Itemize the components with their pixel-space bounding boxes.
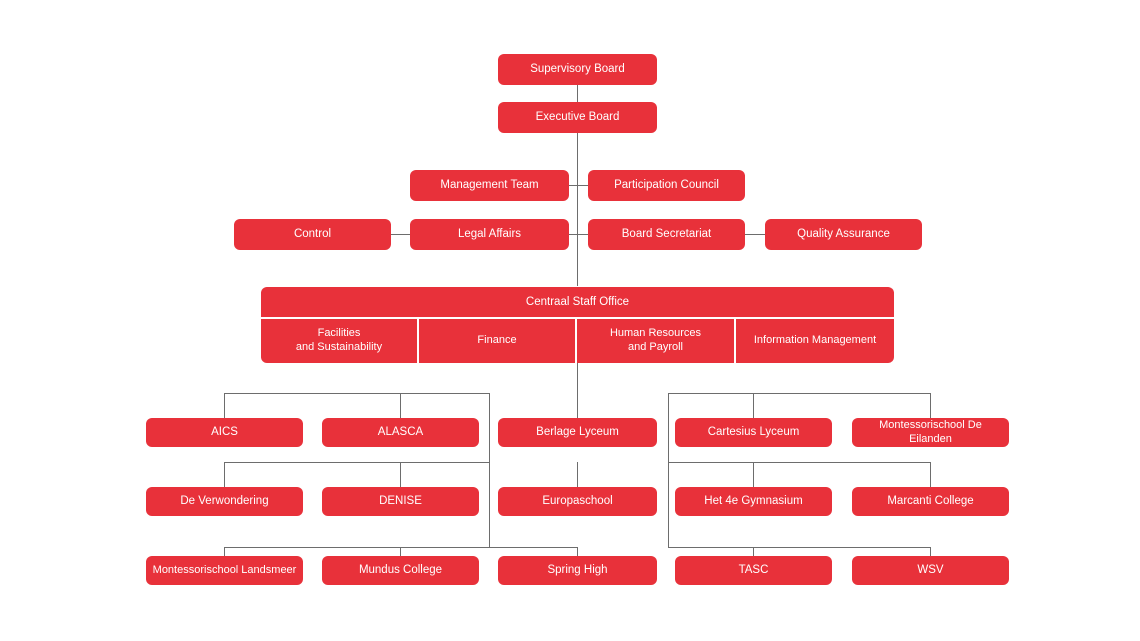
node-facilities-sustainability[interactable]: Facilities and Sustainability (261, 319, 417, 363)
connector-row3-landsmeer-drop (224, 547, 225, 556)
connector-row1-right-bar (668, 393, 931, 394)
node-finance[interactable]: Finance (419, 319, 575, 363)
node-board-secretariat[interactable]: Board Secretariat (588, 219, 745, 250)
node-participation-council[interactable]: Participation Council (588, 170, 745, 201)
connector-row2-right-bar (668, 462, 931, 463)
node-school-montessorischool-landsmeer[interactable]: Montessorischool Landsmeer (146, 556, 303, 585)
node-information-management[interactable]: Information Management (736, 319, 894, 363)
connector-secretariat-quality (744, 234, 766, 235)
connector-control-legal (390, 234, 410, 235)
connector-right-rail (668, 393, 669, 547)
connector-row2-verwondering-drop (224, 462, 225, 487)
connector-left-rail (489, 393, 490, 547)
connector-row1-left-bar (224, 393, 489, 394)
node-school-marcanti-college[interactable]: Marcanti College (852, 487, 1009, 516)
staff-office-block: Centraal Staff Office Facilities and Sus… (261, 287, 894, 363)
node-human-resources-payroll[interactable]: Human Resources and Payroll (577, 319, 734, 363)
node-control[interactable]: Control (234, 219, 391, 250)
connector-row1-aics-drop (224, 393, 225, 418)
connector-row2-europaschool-drop (577, 462, 578, 487)
connector-row1-alasca-drop (400, 393, 401, 418)
node-legal-affairs[interactable]: Legal Affairs (410, 219, 569, 250)
node-school-aics[interactable]: AICS (146, 418, 303, 447)
node-executive-board[interactable]: Executive Board (498, 102, 657, 133)
connector-row2-gymnasium-drop (753, 462, 754, 487)
connector-mt-trunk (568, 185, 578, 186)
connector-legal-trunk (568, 234, 578, 235)
node-school-denise[interactable]: DENISE (322, 487, 479, 516)
node-school-spring-high[interactable]: Spring High (498, 556, 657, 585)
node-school-alasca[interactable]: ALASCA (322, 418, 479, 447)
connector-row2-denise-drop (400, 462, 401, 487)
node-supervisory-board[interactable]: Supervisory Board (498, 54, 657, 85)
connector-row1-eilanden-drop (930, 393, 931, 418)
node-school-mundus-college[interactable]: Mundus College (322, 556, 479, 585)
connector-executive-trunk (577, 133, 578, 286)
connector-row3-tasc-drop (753, 547, 754, 556)
node-centraal-staff-office[interactable]: Centraal Staff Office (261, 287, 894, 317)
node-school-berlage-lyceum[interactable]: Berlage Lyceum (498, 418, 657, 447)
node-school-cartesius-lyceum[interactable]: Cartesius Lyceum (675, 418, 832, 447)
connector-supervisory-executive (577, 85, 578, 103)
connector-staff-schools-trunk (577, 363, 578, 418)
node-school-de-verwondering[interactable]: De Verwondering (146, 487, 303, 516)
node-school-europaschool[interactable]: Europaschool (498, 487, 657, 516)
node-school-tasc[interactable]: TASC (675, 556, 832, 585)
connector-row3-springhigh-drop (577, 547, 578, 556)
connector-row3-mundus-drop (400, 547, 401, 556)
node-school-het-4e-gymnasium[interactable]: Het 4e Gymnasium (675, 487, 832, 516)
node-school-montessorischool-de-eilanden[interactable]: Montessorischool De Eilanden (852, 418, 1009, 447)
node-management-team[interactable]: Management Team (410, 170, 569, 201)
connector-row2-left-bar (224, 462, 489, 463)
connector-row2-marcanti-drop (930, 462, 931, 487)
connector-row3-wsv-drop (930, 547, 931, 556)
connector-row1-cartesius-drop (753, 393, 754, 418)
connector-trunk-secretariat (577, 234, 589, 235)
node-quality-assurance[interactable]: Quality Assurance (765, 219, 922, 250)
staff-office-departments: Facilities and Sustainability Finance Hu… (261, 319, 894, 363)
connector-trunk-participation (577, 185, 589, 186)
connector-row3-right-bar (668, 547, 931, 548)
node-school-wsv[interactable]: WSV (852, 556, 1009, 585)
